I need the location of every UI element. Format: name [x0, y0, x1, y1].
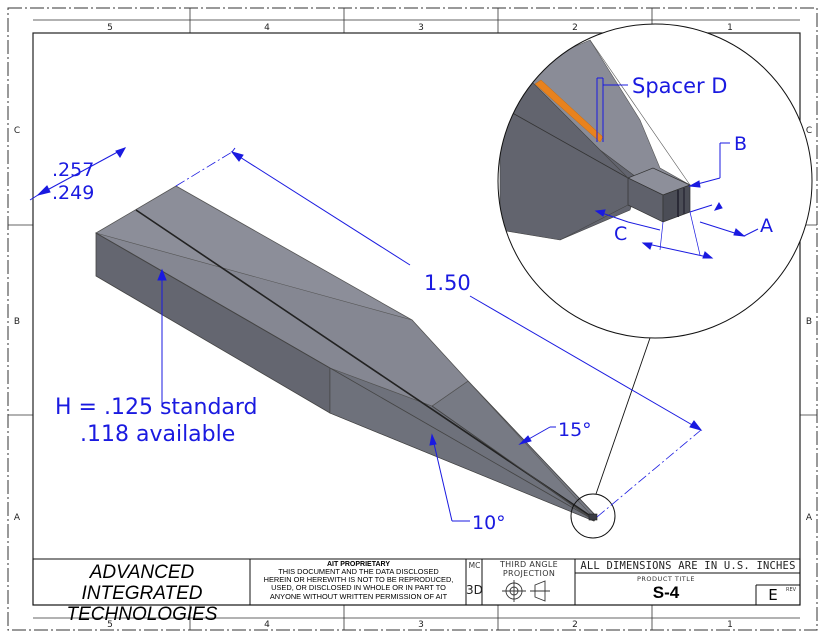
proprietary-notice: AIT PROPRIETARY THIS DOCUMENT AND THE DA… [252, 561, 465, 601]
zone-dividers [8, 8, 817, 630]
zone-col-4-bottom: 4 [264, 620, 270, 630]
zone-col-3-top: 3 [418, 23, 424, 33]
mc-value: 3D [466, 583, 483, 597]
proprietary-line-3: USED, OR DISCLOSED IN WHOLE OR IN PART T… [271, 583, 446, 593]
dimension-lines [29, 147, 703, 522]
angle-15-label: 15° [558, 419, 592, 441]
rev-value: E [768, 586, 778, 604]
product-title-value: S-4 [652, 583, 680, 602]
detail-label-a: A [760, 215, 773, 237]
height-label-line2: .118 available [80, 422, 235, 447]
length-label: 1.50 [424, 271, 471, 295]
zone-row-b-left: B [14, 317, 20, 327]
spacer-part [95, 185, 598, 522]
proprietary-line-4: ANYONE WITHOUT WRITTEN PERMISSION OF AIT [269, 591, 448, 601]
detail-label-c: C [614, 223, 627, 245]
width-max-label: .257 [52, 159, 94, 181]
title-block-grid [32, 558, 801, 606]
seam-line [135, 209, 596, 520]
detail-callout-circle [570, 493, 616, 539]
height-label-line1: H = .125 standard [55, 395, 258, 420]
zone-row-b-right: B [806, 317, 812, 327]
projection-label-line-2: PROJECTION [502, 569, 556, 578]
detail-view [498, 24, 812, 338]
zone-row-c-left: C [14, 126, 20, 136]
company-name: ADVANCED INTEGRATED TECHNOLOGIES [34, 562, 250, 625]
angle-10-label: 10° [472, 512, 506, 534]
projection-label-line-1: THIRD ANGLE [500, 560, 558, 569]
top-bevel [95, 232, 469, 407]
company-line-2: TECHNOLOGIES [66, 604, 218, 625]
zone-col-5-bottom: 5 [107, 620, 113, 630]
zone-col-1-bottom: 1 [727, 620, 733, 630]
third-angle-projection-icon [502, 580, 550, 602]
units-note: ALL DIMENSIONS ARE IN U.S. INCHES [580, 560, 796, 572]
proprietary-title: AIT PROPRIETARY [326, 561, 390, 568]
zone-col-5-top: 5 [107, 23, 113, 33]
zone-col-2-bottom: 2 [572, 620, 578, 630]
company-line-1: ADVANCED INTEGRATED [81, 562, 203, 604]
spacer-d-label: Spacer D [632, 74, 727, 98]
zone-col-1-top: 1 [727, 23, 733, 33]
product-title-label: PRODUCT TITLE [637, 575, 695, 583]
zone-col-2-top: 2 [572, 23, 578, 33]
detail-leader [595, 337, 651, 495]
tip-end [588, 513, 598, 521]
detail-label-b: B [734, 133, 747, 155]
zone-row-c-right: C [806, 126, 812, 136]
zone-col-4-top: 4 [264, 23, 270, 33]
mc-label: MC [468, 561, 481, 570]
width-min-label: .249 [52, 182, 94, 204]
zone-col-3-bottom: 3 [418, 620, 424, 630]
rev-label: REV [785, 587, 797, 593]
detail-dimension-lines [594, 77, 759, 259]
zone-row-a-right: A [806, 513, 813, 523]
outer-border [7, 7, 818, 631]
proprietary-line-2: HEREIN OR HEREWITH IS NOT TO BE REPRODUC… [263, 575, 454, 585]
zone-row-a-left: A [14, 513, 21, 523]
detail-circle [497, 23, 813, 339]
proprietary-line-1: THIS DOCUMENT AND THE DATA DISCLOSED [278, 567, 439, 576]
